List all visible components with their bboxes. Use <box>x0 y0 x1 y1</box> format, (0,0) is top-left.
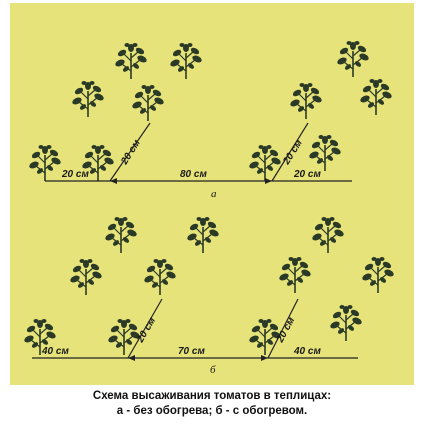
dim-line-a-right-diag <box>271 122 309 182</box>
caption-line-1: Схема высаживания томатов в теплицах: <box>92 390 332 402</box>
arrow-b-1 <box>128 355 135 361</box>
planting-scheme-panel: 20 см 20 см 80 см 20 см 20 см а 40 см 20… <box>10 3 414 385</box>
figure-caption: Схема высаживания томатов в теплицах: а … <box>0 389 424 419</box>
arrow-b-2 <box>261 355 268 361</box>
dim-label-b-middle: 70 см <box>178 346 205 357</box>
dim-label-b-right-row: 40 см <box>293 346 321 357</box>
dim-line-a-left-diag <box>109 122 151 182</box>
dim-label-a-left-row: 20 см <box>61 169 89 180</box>
dim-label-a-middle: 80 см <box>180 169 207 180</box>
caption-line-2: а - без обогрева; б - с обогревом. <box>116 405 308 417</box>
diagram-a-tag: а <box>211 188 217 200</box>
dim-line-b-left-diag <box>127 298 163 359</box>
dim-label-b-left-row: 40 см <box>41 346 69 357</box>
diagram-b-tag: б <box>210 364 216 376</box>
dim-line-b-right-diag <box>267 298 299 359</box>
dim-label-a-right-row: 20 см <box>293 169 321 180</box>
arrow-a-1 <box>110 178 117 184</box>
arrow-a-2 <box>265 178 272 184</box>
